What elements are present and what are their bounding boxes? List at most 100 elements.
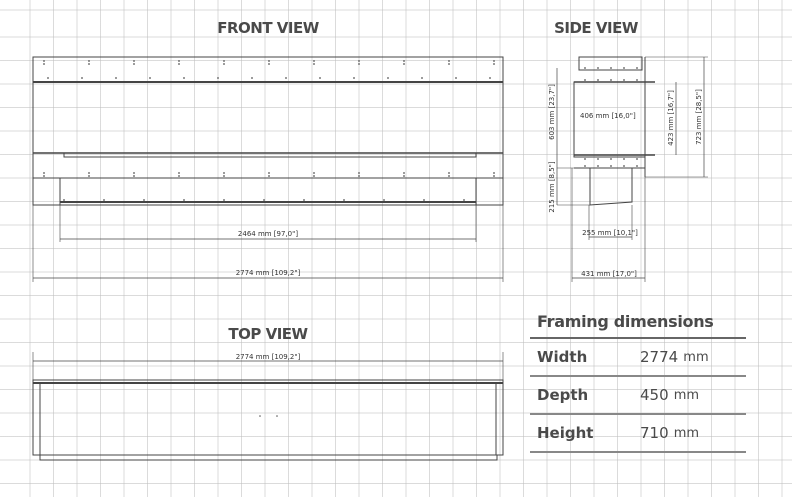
row-unit: mm <box>683 349 709 365</box>
side-view-drawing <box>556 56 708 282</box>
bolt-mark <box>584 158 586 160</box>
bolt-mark <box>636 79 638 81</box>
bolt-mark <box>183 199 185 201</box>
top-view-title: TOP VIEW <box>228 325 308 343</box>
bolt-mark <box>610 158 612 160</box>
bolt-mark <box>133 60 135 62</box>
bolt-mark <box>223 175 225 177</box>
bolt-mark <box>636 165 638 167</box>
bolt-mark <box>313 63 315 65</box>
bolt-mark <box>343 199 345 201</box>
bolt-mark <box>463 199 465 201</box>
bolt-mark <box>636 67 638 69</box>
bolt-mark <box>597 67 599 69</box>
bolt-mark <box>636 158 638 160</box>
bolt-mark <box>268 172 270 174</box>
bolt-mark <box>448 60 450 62</box>
bolt-mark <box>597 79 599 81</box>
bolt-mark <box>403 172 405 174</box>
bolt-mark <box>623 165 625 167</box>
bolt-mark <box>133 172 135 174</box>
bolt-mark <box>285 77 287 79</box>
bolt-mark <box>183 77 185 79</box>
bolt-mark <box>268 60 270 62</box>
bolt-mark <box>493 60 495 62</box>
bolt-mark <box>133 63 135 65</box>
bolt-mark <box>455 77 457 79</box>
bolt-mark <box>81 77 83 79</box>
bolt-mark <box>223 60 225 62</box>
side-depth-406-label: 406 mm [16,0"] <box>580 112 636 120</box>
table-row: Height 710 mm <box>530 415 746 453</box>
bolt-mark <box>597 158 599 160</box>
bolt-mark <box>143 199 145 201</box>
bolt-mark <box>178 175 180 177</box>
bolt-mark <box>47 77 49 79</box>
bolt-mark <box>303 199 305 201</box>
framing-title: Framing dimensions <box>530 312 746 339</box>
bolt-mark <box>43 60 45 62</box>
bolt-mark <box>251 77 253 79</box>
table-row: Depth 450 mm <box>530 377 746 415</box>
front-outer-width-label: 2774 mm [109,2"] <box>236 269 301 277</box>
row-label: Width <box>537 348 588 366</box>
row-value: 710 <box>640 424 669 442</box>
bolt-mark <box>178 172 180 174</box>
bolt-mark <box>88 60 90 62</box>
front-inner-width-label: 2464 mm [97,0"] <box>238 230 298 238</box>
bolt-mark <box>63 199 65 201</box>
side-width-431-label: 431 mm [17,0"] <box>581 270 637 278</box>
row-value: 450 <box>640 386 669 404</box>
bolt-mark <box>178 60 180 62</box>
bolt-mark <box>313 172 315 174</box>
bolt-mark <box>584 79 586 81</box>
framing-dimensions-table: Framing dimensions Width 2774 mm Depth 4… <box>530 312 746 453</box>
bolt-mark <box>493 175 495 177</box>
bolt-mark <box>383 199 385 201</box>
bolt-mark <box>43 175 45 177</box>
bolt-mark <box>43 63 45 65</box>
side-height-423-label: 423 mm [16,7"] <box>667 90 675 146</box>
bolt-mark <box>313 175 315 177</box>
bolt-mark <box>149 77 151 79</box>
bolt-mark <box>493 63 495 65</box>
bolt-mark <box>403 63 405 65</box>
bolt-mark <box>223 63 225 65</box>
bolt-mark <box>358 175 360 177</box>
side-height-215-label: 215 mm [8,5"] <box>548 161 556 213</box>
bolt-mark <box>610 67 612 69</box>
bolt-mark <box>489 77 491 79</box>
row-unit: mm <box>673 425 700 441</box>
row-label: Height <box>537 424 594 442</box>
bolt-mark <box>223 172 225 174</box>
bolt-mark <box>493 172 495 174</box>
bolt-mark <box>597 165 599 167</box>
top-outer-width-label: 2774 mm [109,2"] <box>236 353 301 361</box>
bolt-mark <box>103 199 105 201</box>
bolt-mark <box>358 172 360 174</box>
bolt-mark <box>319 77 321 79</box>
bolt-mark <box>43 172 45 174</box>
bolt-mark <box>115 77 117 79</box>
top-view-drawing <box>32 352 504 461</box>
bolt-mark <box>223 199 225 201</box>
bolt-mark <box>353 77 355 79</box>
bolt-mark <box>448 175 450 177</box>
bolt-mark <box>178 63 180 65</box>
bolt-mark <box>263 199 265 201</box>
bolt-mark <box>448 172 450 174</box>
bolt-mark <box>610 165 612 167</box>
side-height-603-label: 603 mm [23,7"] <box>548 84 556 140</box>
bolt-mark <box>623 67 625 69</box>
front-view-drawing <box>32 56 504 282</box>
bolt-mark <box>217 77 219 79</box>
bolt-mark <box>268 63 270 65</box>
bolt-mark <box>133 175 135 177</box>
bolt-mark <box>313 60 315 62</box>
table-row: Width 2774 mm <box>530 339 746 377</box>
bolt-mark <box>88 63 90 65</box>
bolt-mark <box>358 63 360 65</box>
bolt-mark <box>88 172 90 174</box>
bolt-mark <box>448 63 450 65</box>
